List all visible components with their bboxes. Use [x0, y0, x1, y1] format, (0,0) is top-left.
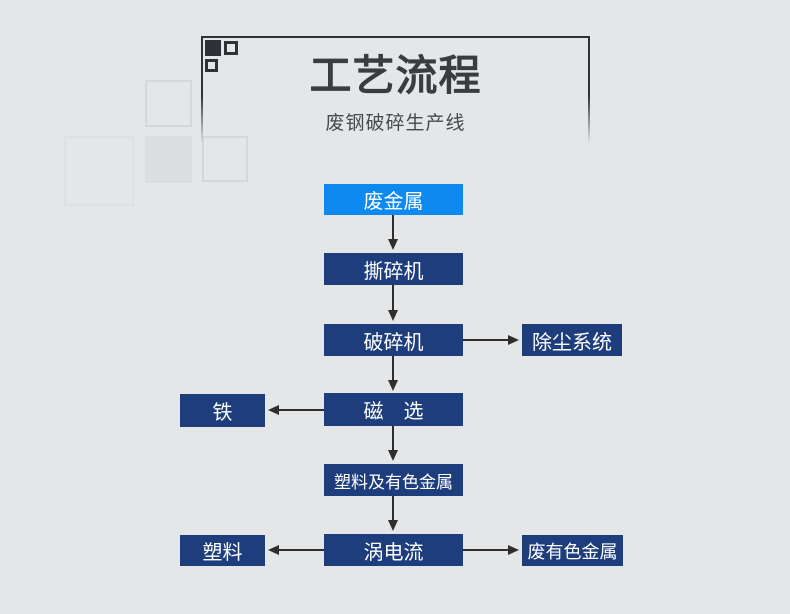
header-frame-left-border — [201, 36, 203, 144]
header-frame-right-border — [588, 36, 590, 144]
arrow-left-icon — [268, 405, 279, 415]
node-magnetic-separation: 磁 选 — [324, 393, 463, 426]
arrow-shaft — [392, 426, 394, 451]
deco-square-outline-right — [202, 136, 248, 182]
corner-square-filled — [205, 40, 221, 56]
corner-square-outline-2 — [205, 59, 218, 72]
arrow-down-icon — [388, 239, 398, 250]
node-plastic-nonferrous: 塑料及有色金属 — [324, 464, 463, 496]
arrow-shaft — [463, 339, 508, 341]
node-eddy-current: 涡电流 — [324, 534, 463, 566]
page-title: 工艺流程 — [309, 51, 482, 100]
node-plastic: 塑料 — [180, 535, 265, 566]
deco-square-outline-top — [145, 80, 192, 127]
deco-square-outline-faint — [64, 136, 134, 206]
node-waste-nonferrous: 废有色金属 — [522, 535, 623, 566]
arrow-down-icon — [388, 380, 398, 391]
arrow-right-icon — [508, 545, 519, 555]
arrow-down-icon — [388, 450, 398, 461]
arrow-shaft — [279, 549, 324, 551]
node-waste-metal: 废金属 — [324, 184, 463, 215]
arrow-shaft — [392, 285, 394, 311]
arrow-shaft — [392, 215, 394, 240]
node-dust-system: 除尘系统 — [522, 324, 622, 356]
arrow-shaft — [392, 496, 394, 521]
arrow-shaft — [392, 356, 394, 381]
node-crusher: 破碎机 — [324, 324, 463, 356]
header-frame-top-border — [201, 36, 590, 38]
arrow-shaft — [279, 409, 324, 411]
arrow-down-icon — [388, 520, 398, 531]
arrow-down-icon — [388, 310, 398, 321]
arrow-right-icon — [508, 335, 519, 345]
deco-square-filled — [145, 136, 192, 183]
page-subtitle: 废钢破碎生产线 — [325, 112, 466, 134]
node-iron: 铁 — [180, 394, 265, 427]
arrow-shaft — [463, 549, 508, 551]
corner-square-outline-1 — [224, 41, 238, 55]
node-shredder: 撕碎机 — [324, 253, 463, 285]
arrow-left-icon — [268, 545, 279, 555]
